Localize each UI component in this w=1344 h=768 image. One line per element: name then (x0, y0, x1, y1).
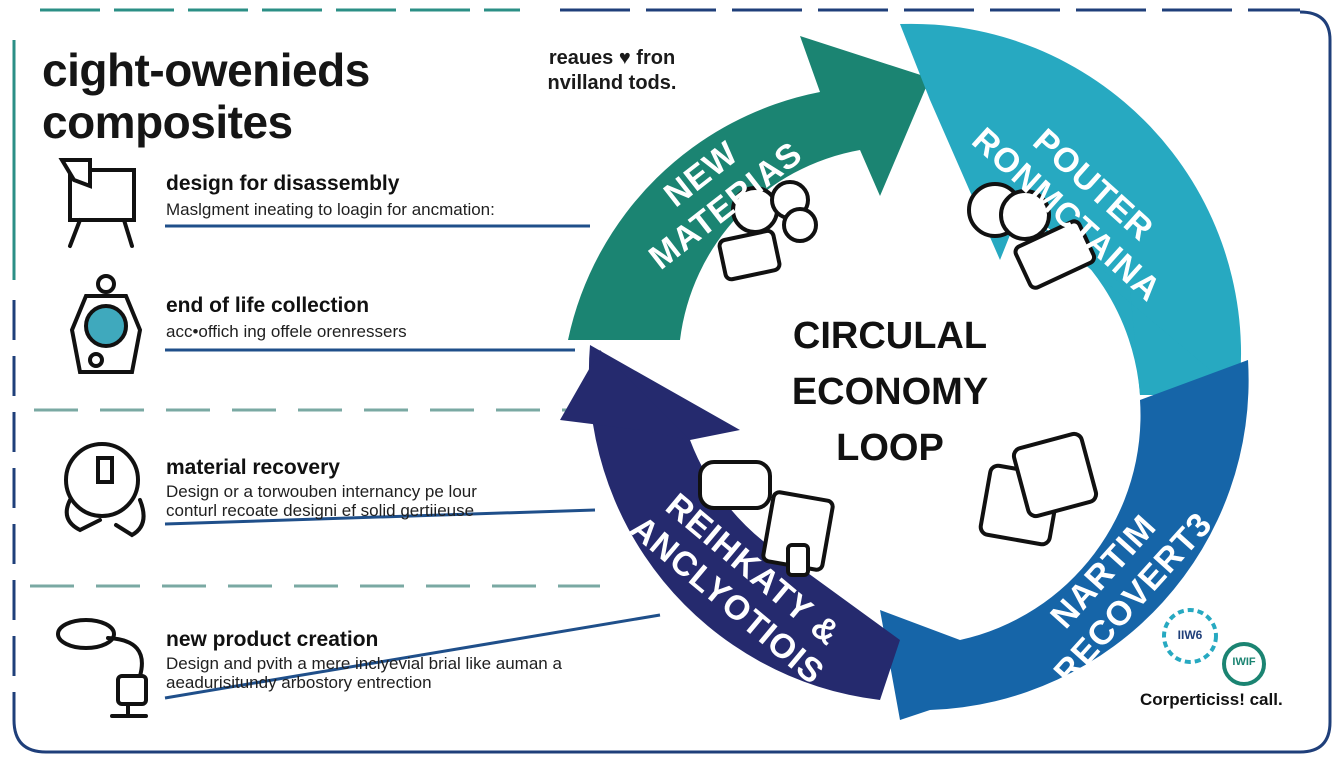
device-recovery-icon (978, 431, 1099, 547)
reuse-hands-icon (717, 180, 818, 282)
badge-circle-2-label: IWIF (1232, 656, 1256, 668)
step-heading: new product creation (166, 628, 379, 651)
collection-jar-icon (69, 274, 143, 374)
repair-tools-icon (698, 460, 835, 577)
step-description-2: aeadurisitundy arbostory entrection (166, 673, 432, 692)
badge-caption: Corperticiss! call. (1140, 690, 1283, 709)
certification-badge-icon (1162, 608, 1266, 686)
header-note: reaues ♥ fron nvilland tods. (547, 47, 677, 94)
step-description: Design and pvith a mere inclyevial brial… (166, 654, 562, 673)
easel-icon (58, 158, 136, 248)
recovery-hands-icon (64, 442, 146, 538)
step-heading: material recovery (166, 456, 340, 479)
service-hands-icon (967, 182, 1097, 290)
loop-center-title: CIRCULAL ECONOMY LOOP (791, 315, 989, 469)
step-heading: end of life collection (166, 294, 370, 317)
page-title: cight-owenieds composites (42, 44, 370, 148)
step-description-2: conturl recoate designi ef solid gertiie… (166, 501, 475, 520)
step-description: Design or a torwouben internancy pe lour (166, 482, 477, 501)
loop-segment-bottom-left (560, 345, 900, 700)
badge-circle-1-label: IIW6 (1177, 628, 1203, 642)
step-heading: design for disassembly (166, 172, 400, 195)
step-description: acc•offich ing offele orenressers (166, 322, 407, 341)
loop-segment-bottom-right (880, 360, 1249, 720)
step-description: Maslgment ineating to loagin for ancmati… (166, 200, 495, 219)
lamp-icon (56, 618, 148, 718)
